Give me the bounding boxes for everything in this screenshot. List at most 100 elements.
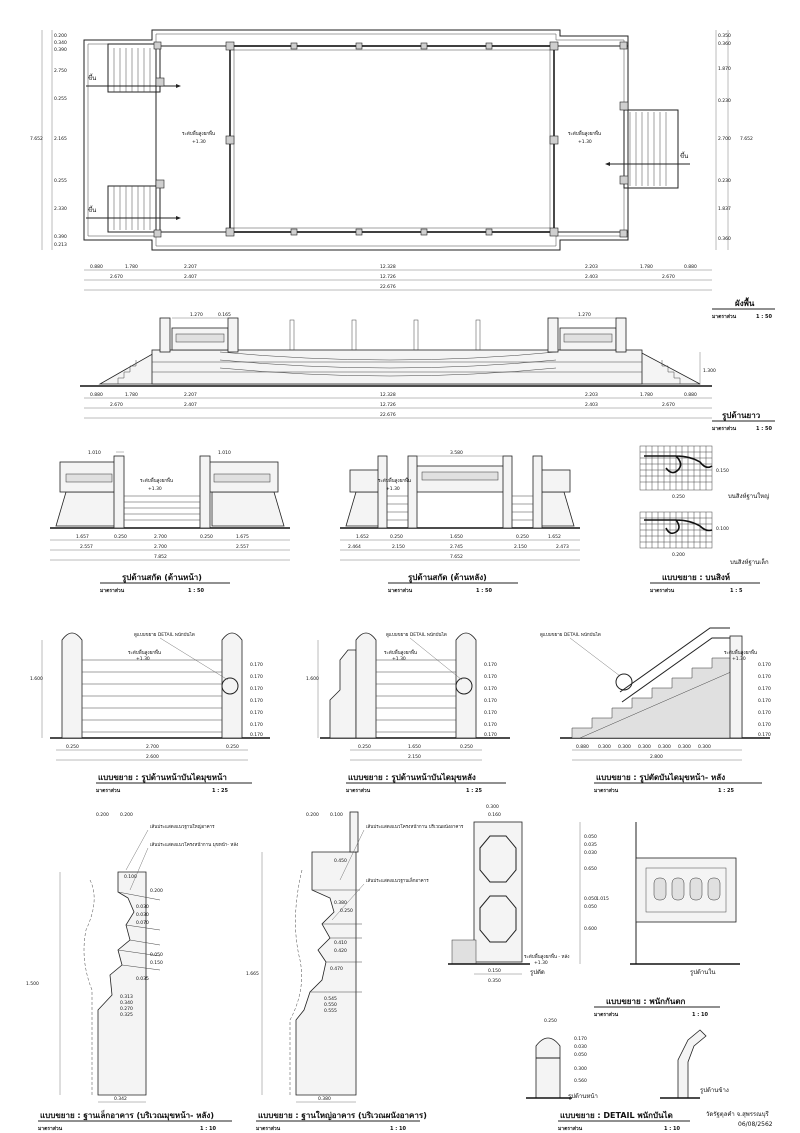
small-base-dim-10: 0.035 <box>136 976 149 982</box>
small-base-dim-4: 0.200 <box>150 888 163 894</box>
front-level-value: +1.30 <box>148 486 162 492</box>
stair-section-tread-dim-2: 0.300 <box>598 744 611 750</box>
balustrade-detail: 0.300 0.160 0.050 0.035 0.030 0.650 0.05… <box>448 804 740 1018</box>
plan-right-dim-7: 1.837 <box>718 206 731 212</box>
large-base-note-2: เส้นประแสดงแนวฐานเล็กอาคาร <box>366 876 429 884</box>
small-base-dim-12: 0.340 <box>120 1000 133 1006</box>
stair-front-step-dim-4: 0.170 <box>250 698 263 704</box>
stair-rear-step-dims: 0.170 0.170 0.170 0.170 0.170 0.170 0.17… <box>484 662 497 738</box>
rear-title: รูปด้านสกัด (ด้านหลัง) <box>408 572 487 583</box>
balustrade-face-label: รูปด้านใน <box>690 968 715 976</box>
rear-level-value: +1.30 <box>386 486 400 492</box>
stair-section-tread-dim-5: 0.300 <box>658 744 671 750</box>
large-base-detail: 1.665 เส้นประแสดงแนวโครงหน้ากาน บริเวณผน… <box>246 811 464 1132</box>
stair-section-detail: ดูแบบขยาย DETAIL พนักบันได ระดับพื้นสูงย… <box>540 627 771 794</box>
small-base-dim-2: 0.200 <box>120 812 133 818</box>
stair-front-detail: ดูแบบขยาย DETAIL พนักบันได ระดับพื้นสูงย… <box>30 632 270 794</box>
large-base-dim-9: 0.545 <box>324 996 337 1002</box>
rear-dim-r2-2: 2.150 <box>392 544 405 550</box>
balustrade-bottom-dim-1: 0.150 <box>488 968 501 974</box>
side-dim-total: 22.676 <box>380 412 396 418</box>
right-stair-treads <box>629 112 667 186</box>
large-base-dim-8: 0.470 <box>330 966 343 972</box>
balustrade-section-label: รูปตัด <box>530 969 545 976</box>
side-elevation: 1.270 0.165 1.270 1.300 0.880 1.780 2.20… <box>80 312 775 432</box>
plan-right-dim-5: 2.700 <box>718 136 731 142</box>
plan-left-dim-9: 0.390 <box>54 234 67 240</box>
handrail-top-dim: 0.250 <box>544 1018 557 1024</box>
stair-section-step-dim-2: 0.170 <box>758 674 771 680</box>
stair-front-note: ดูแบบขยาย DETAIL พนักบันได <box>134 632 195 638</box>
rear-dim-3: 1.650 <box>450 534 463 540</box>
side-dim-r2-5: 2.670 <box>662 402 675 408</box>
small-base-dim-8: 0.050 <box>150 952 163 958</box>
stair-front-steps <box>82 659 222 733</box>
stair-section-step-dim-1: 0.170 <box>758 662 771 668</box>
rear-dim-r2-1: 2.464 <box>348 544 361 550</box>
side-top-dim-3: 1.270 <box>578 312 591 318</box>
side-top-dim-1: 1.270 <box>190 312 203 318</box>
side-dim-4: 12.328 <box>380 392 396 398</box>
plan-dim-r2-3: 12.726 <box>380 274 396 280</box>
stair-rear-step-dim-3: 0.170 <box>484 686 497 692</box>
handrail-dim-2: 0.030 <box>574 1044 587 1050</box>
singh-large-dim-2: 0.250 <box>672 494 685 500</box>
plan-left-dim-3: 0.390 <box>54 47 67 53</box>
left-bottom-stair-treads <box>113 186 151 230</box>
stair-rear-bottom-dim-1: 0.250 <box>358 744 371 750</box>
stair-front-step-dim-2: 0.170 <box>250 674 263 680</box>
handrail-title: แบบขยาย : DETAIL พนักบันได <box>560 1110 673 1120</box>
stair-section-tread-dim-3: 0.300 <box>618 744 631 750</box>
side-title: รูปด้านยาว <box>722 410 761 421</box>
balustrade-scale-label: มาตราส่วน <box>594 1011 619 1018</box>
handrail-scale: 1 : 10 <box>664 1126 680 1132</box>
front-level: ระดับพื้นสูงยกพื้น <box>140 477 173 484</box>
stair-front-bottom-dim-3: 0.250 <box>226 744 239 750</box>
large-base-dim-10: 0.550 <box>324 1002 337 1008</box>
small-base-dim-5: 0.030 <box>136 904 149 910</box>
stair-front-step-dim-5: 0.170 <box>250 710 263 716</box>
handrail-side-label: รูปด้านข้าง <box>700 1087 729 1094</box>
plan-level-right: ระดับพื้นสูงยกพื้น <box>568 130 601 137</box>
singh-small-dim-2: 0.200 <box>672 552 685 558</box>
plan-columns <box>153 41 629 238</box>
front-dim-1: 1.657 <box>76 534 89 540</box>
rear-dim-r2-4: 2.150 <box>514 544 527 550</box>
side-dim-r2-4: 2.403 <box>585 402 598 408</box>
front-scale: 1 : 50 <box>188 588 204 594</box>
large-base-scale-label: มาตราส่วน <box>256 1125 281 1132</box>
singh-large-dim-1: 0.150 <box>716 468 729 474</box>
stair-front-step-dim-6: 0.170 <box>250 722 263 728</box>
plan-left-dim-10: 0.213 <box>54 242 67 248</box>
balustrade-side-dim-3: 0.030 <box>584 850 597 856</box>
large-base-dim-6: 0.410 <box>334 940 347 946</box>
stair-rear-scale-label: มาตราส่วน <box>346 787 371 794</box>
small-base-scale: 1 : 10 <box>200 1126 216 1132</box>
rear-level: ระดับพื้นสูงยกพื้น <box>378 477 411 484</box>
balustrade-side-dim-2: 0.035 <box>584 842 597 848</box>
singh-small-dim-1: 0.100 <box>716 526 729 532</box>
plan-right-dim-3: 1.870 <box>718 66 731 72</box>
rear-dim-r2-5: 2.473 <box>556 544 569 550</box>
small-base-dim-6: 0.030 <box>136 912 149 918</box>
plan-dim-7: 0.880 <box>684 264 697 270</box>
rear-elevation: 3.580 ระดับพื้นสูงยกพื้น +1.30 1.652 0.2… <box>340 450 580 594</box>
plan-dim-6: 1.780 <box>640 264 653 270</box>
handrail-front-label: รูปด้านหน้า <box>568 1093 598 1100</box>
stair-section-bottom-total: 2.800 <box>650 754 663 760</box>
sheet-author: วัดรัฐตุลคำ จ.สุพรรณบุรี <box>706 1110 770 1118</box>
front-dim-total: 7.852 <box>154 554 167 560</box>
small-base-note-1: เส้นประแสดงแนวฐานใหญ่อาคาร <box>150 824 215 830</box>
plan-right-dim-8: 0.360 <box>718 236 731 242</box>
side-dim-r2-1: 2.670 <box>110 402 123 408</box>
plan-left-dim-5: 0.255 <box>54 96 67 102</box>
stair-section-tread-dim-6: 0.300 <box>678 744 691 750</box>
front-dim-5: 1.675 <box>236 534 249 540</box>
stair-rear-step-dim-7: 0.170 <box>484 732 497 738</box>
large-base-dim-11: 0.555 <box>324 1008 337 1014</box>
stair-rear-step-dim-5: 0.170 <box>484 710 497 716</box>
small-base-dim-3: 0.100 <box>124 874 137 880</box>
stair-front-bottom-dim-2: 2.700 <box>146 744 159 750</box>
stair-rear-bottom-total: 2.150 <box>408 754 421 760</box>
stair-section-title: แบบขยาย : รูปตัดบันไดมุขหน้า- หลัง <box>596 772 725 783</box>
